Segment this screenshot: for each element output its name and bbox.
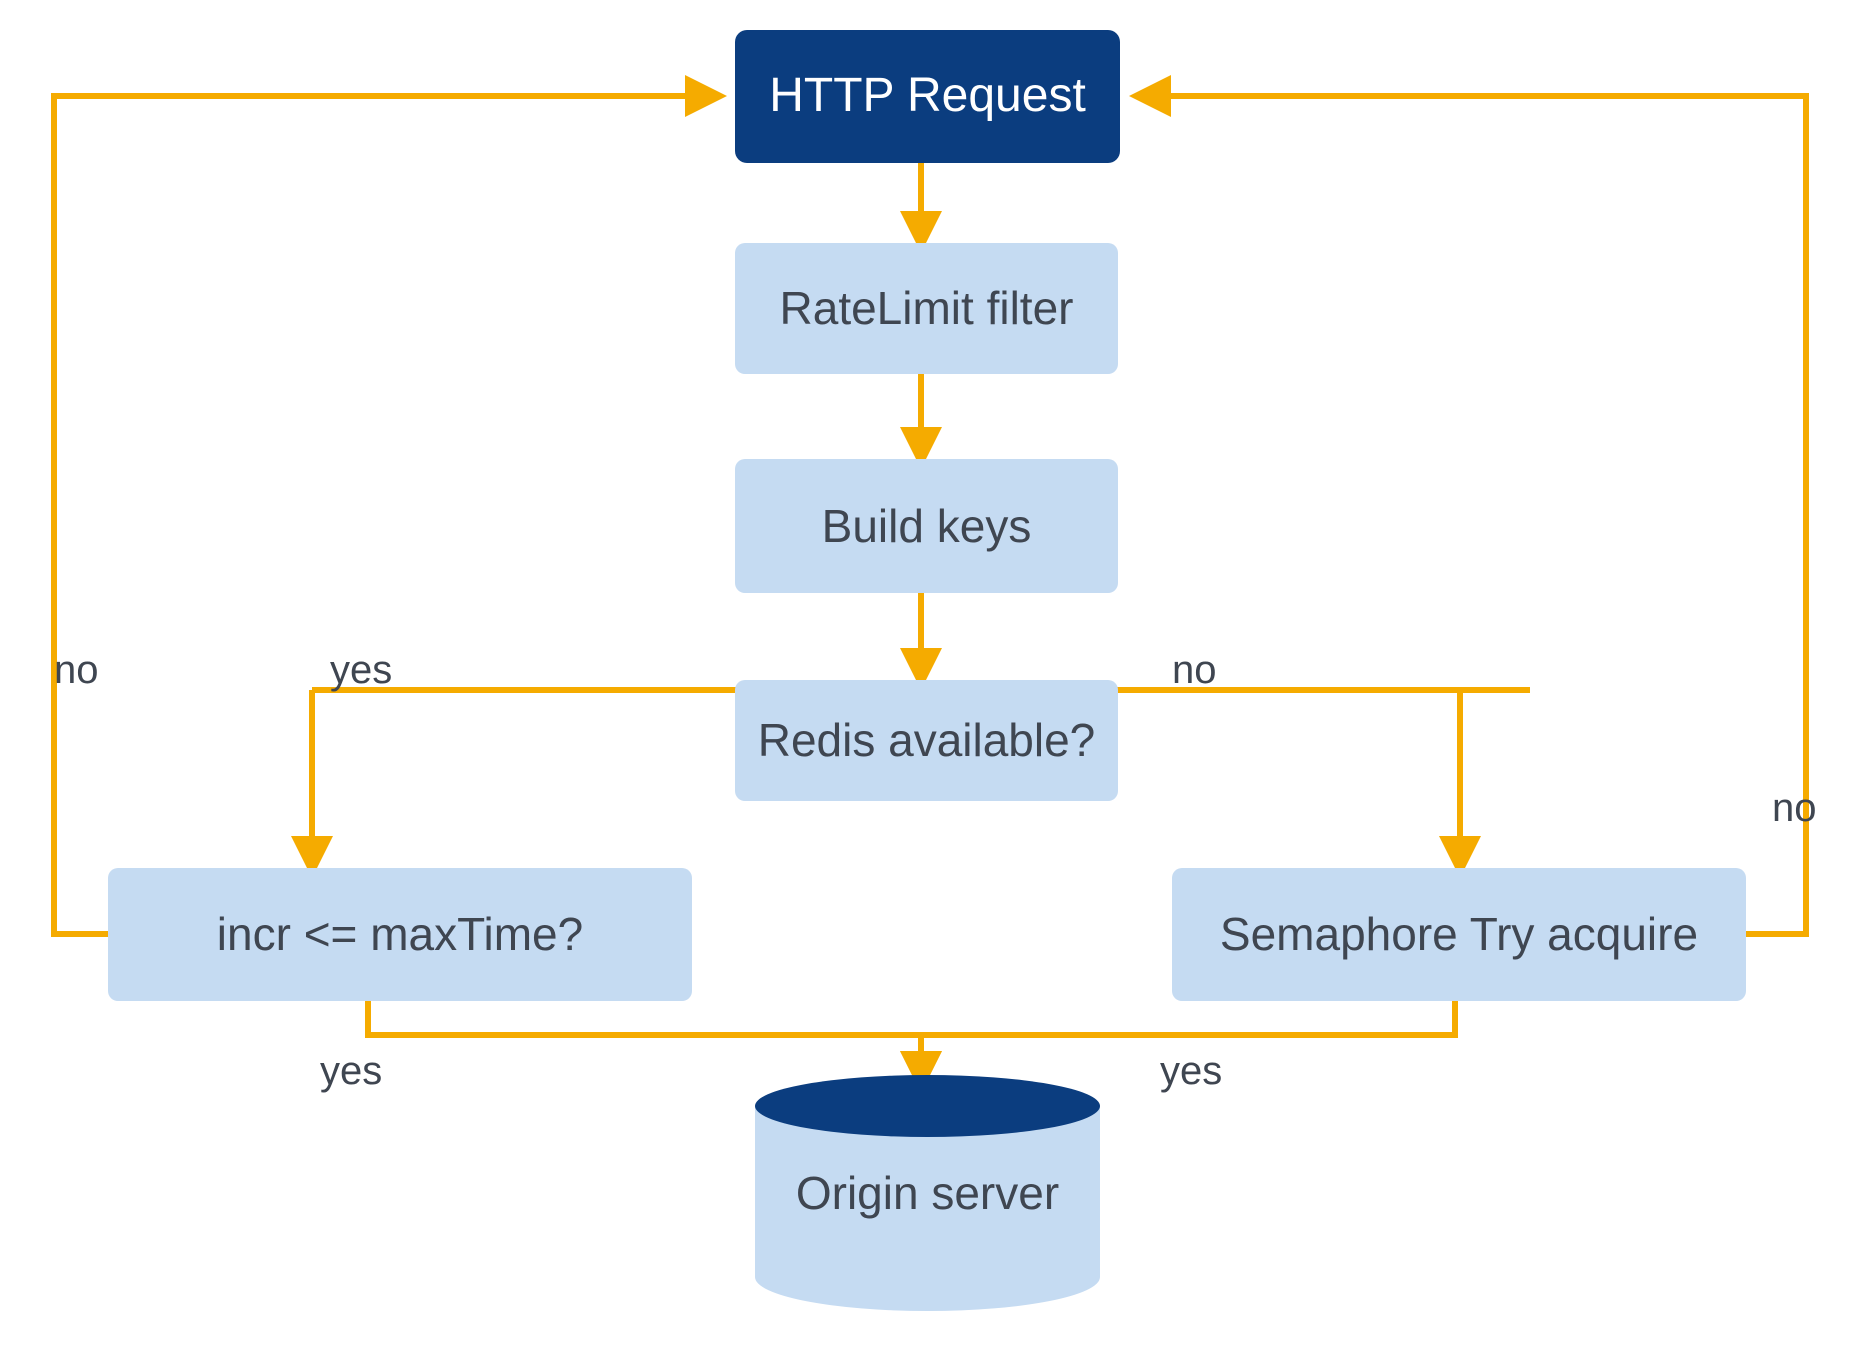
edge-label-yes-bottom-left: yes (320, 1049, 383, 1093)
node-redis-available[interactable]: Redis available? (735, 680, 1118, 801)
node-semaphore-try-acquire[interactable]: Semaphore Try acquire (1172, 868, 1746, 1001)
node-ratelimit-filter[interactable]: RateLimit filter (735, 243, 1118, 374)
edge-label-yes-bottom-right: yes (1160, 1049, 1223, 1093)
edge-incr-yes-origin (365, 1001, 942, 1093)
node-origin-server-label: Origin server (795, 1166, 1060, 1219)
node-semaphore-try-acquire-label: Semaphore Try acquire (1219, 908, 1699, 961)
node-http-request-label: HTTP Request (769, 69, 1086, 123)
node-build-keys[interactable]: Build keys (735, 459, 1118, 593)
edge-semaphore-yes-origin (900, 1001, 1458, 1093)
node-redis-available-label: Redis available? (757, 714, 1096, 767)
node-ratelimit-filter-label: RateLimit filter (779, 282, 1074, 335)
cylinder-body (755, 1105, 1100, 1311)
edge-label-no-left: no (54, 648, 99, 692)
node-build-keys-label: Build keys (821, 499, 1032, 552)
edge-label-no-far-right: no (1772, 786, 1817, 830)
cylinder-top-ellipse (755, 1075, 1100, 1137)
edge-label-yes-left: yes (330, 648, 393, 692)
edge-semaphore-no-return (1129, 75, 1809, 937)
edge-incr-no-return (51, 75, 727, 937)
node-origin-server[interactable]: Origin server (755, 1075, 1100, 1311)
node-incr-maxtime[interactable]: incr <= maxTime? (108, 868, 692, 1001)
node-incr-maxtime-label: incr <= maxTime? (216, 908, 584, 961)
edge-label-no-right: no (1172, 648, 1217, 692)
node-http-request[interactable]: HTTP Request (735, 30, 1120, 163)
